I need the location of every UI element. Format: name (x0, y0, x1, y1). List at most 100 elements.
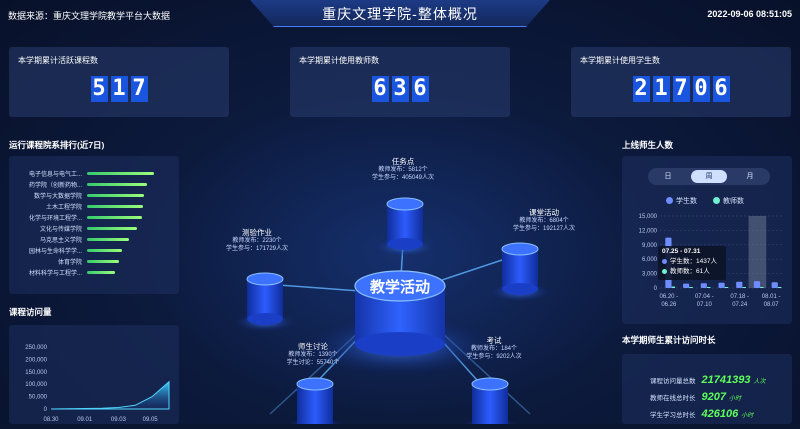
student-bar (736, 281, 743, 288)
stat-unit: 小时 (728, 396, 741, 402)
kpi-label: 本学期累计使用学生数 (580, 56, 660, 65)
node-line: 教师发布：2230个 (232, 238, 282, 244)
teacher-bar (777, 287, 782, 288)
y-tick-label: 250,000 (25, 345, 47, 351)
hover-band (748, 216, 767, 288)
ranking-row: 药学院（创新药物... (9, 179, 174, 190)
node-line: 教师发布：6804个 (519, 218, 569, 224)
teacher-bar (760, 287, 764, 288)
kpi-active-courses: 本学期累计活跃课程数 5 1 7 (9, 47, 229, 117)
y-tick-label: 0 (44, 407, 48, 413)
legend-students[interactable]: 学生数 (666, 196, 697, 206)
teacher-bar (724, 287, 729, 288)
node-line: 学生参与：9202人次 (466, 354, 522, 360)
ranking-bar (87, 205, 143, 208)
node-line: 学生参与：405049人次 (371, 175, 435, 181)
ranking-row: 园林与生命科学学... (9, 245, 174, 256)
y-tick-label: 12,000 (639, 228, 658, 234)
node-line: 教师发布：1390个 (288, 352, 338, 358)
ranking-label: 电子信息与电气工... (28, 172, 82, 178)
stat-value: 9207 (701, 391, 726, 403)
teacher-bar (742, 287, 746, 288)
visits-area (50, 380, 170, 410)
node-line: 学生参与：192127人次 (512, 226, 576, 232)
kpi-digit: 6 (371, 76, 389, 102)
node-exam-cylinder (459, 377, 521, 424)
tab-week[interactable]: 周 (691, 170, 727, 183)
legend-teachers[interactable]: 教师数 (713, 196, 744, 206)
kpi-digits: 6 3 6 (290, 76, 510, 102)
stat-unit: 人次 (753, 379, 766, 385)
stat-value: 21741393 (701, 374, 751, 386)
y-tick-label: 50,000 (29, 395, 48, 401)
node-title: 测验作业 (242, 228, 272, 237)
duration-title: 本学期师生累计访问时长 (622, 335, 716, 345)
tab-month[interactable]: 月 (746, 173, 754, 180)
teaching-activity-diagram: 教学活动 (233, 197, 552, 424)
ranking-panel: 电子信息与电气工... 药学院（创新药物... 数学与大数据学院土木工程学院化学与环… (9, 156, 179, 294)
kpi-students: 本学期累计使用学生数 2 1 7 0 6 (571, 47, 791, 117)
y-tick-label: 9,000 (642, 243, 658, 249)
node-class-label: 课堂活动 教师发布：6804个 学生参与：192127人次 (496, 209, 592, 233)
y-tick-label: 100,000 (25, 382, 47, 388)
ranking-bar (87, 260, 119, 263)
tooltip-range: 07.25 - 07.31 (662, 248, 701, 255)
ranking-bar (87, 238, 129, 241)
teacher-bar (689, 287, 693, 288)
x-tick-label: 09.03 (111, 417, 127, 423)
ranking-row: 体育学院 (9, 256, 174, 267)
kpi-digits: 5 1 7 (9, 76, 229, 102)
legend-dot (713, 197, 720, 204)
duration-panel (622, 354, 792, 424)
online-title: 上线师生人数 (622, 140, 674, 150)
node-title: 考试 (486, 336, 502, 345)
kpi-label: 本学期累计活跃课程数 (18, 56, 98, 65)
kpi-digit: 6 (411, 76, 429, 102)
student-bar (771, 282, 778, 288)
ranking-label: 数学与大数据学院 (33, 194, 82, 200)
kpi-digits: 2 1 7 0 6 (571, 76, 791, 102)
legend-dot (666, 197, 673, 204)
x-tick-label: 09.05 (143, 417, 159, 423)
ranking-row: 土木工程学院 (9, 201, 174, 212)
x-tick-label: 07.18 - (730, 294, 749, 300)
node-discuss-label: 师生讨论 教师发布：1390个 学生讨论：55740个 (268, 343, 358, 367)
node-task-label: 任务点 教师发布：5812个 学生参与：405049人次 (358, 158, 448, 182)
teacher-bar (706, 287, 711, 288)
ranking-bar (87, 194, 145, 197)
ranking-row: 数学与大数据学院 (9, 190, 174, 201)
node-line: 教师发布：5812个 (378, 167, 428, 173)
legend-label: 教师数 (723, 198, 744, 205)
node-quiz-cylinder (233, 272, 297, 332)
ranking-label: 药学院（创新药物... (28, 183, 82, 189)
y-tick-label: 0 (654, 286, 658, 292)
x-tick-label: 07.04 - (695, 294, 714, 300)
ranking-bar (87, 227, 138, 230)
y-tick-label: 200,000 (25, 357, 47, 363)
ranking-row: 化学与环境工程学... (9, 212, 174, 223)
stat-unit: 小时 (741, 413, 754, 419)
node-title: 师生讨论 (298, 342, 328, 351)
ranking-label: 文化与传媒学院 (39, 227, 82, 233)
y-tick-label: 15,000 (639, 214, 658, 220)
x-tick-label: 07.10 (697, 302, 713, 308)
page-title: 重庆文理学院-整体概况 (322, 6, 478, 22)
ranking-bar (87, 271, 115, 274)
kpi-digit: 3 (391, 76, 409, 102)
main-label: 教学活动 (369, 278, 430, 296)
clock: 2022-09-06 08:51:05 (707, 9, 792, 19)
title-plate (250, 0, 550, 27)
student-bar (718, 282, 725, 288)
kpi-digit: 1 (110, 76, 128, 102)
ranking-title: 运行课程院系排行(近7日) (9, 140, 105, 150)
visits-area-chart: 250,000200,000150,000100,00050,000008.30… (25, 345, 170, 423)
tab-day[interactable]: 日 (664, 173, 672, 180)
kpi-digit: 0 (692, 76, 710, 102)
stat-label: 教师在线总时长 (650, 395, 696, 402)
ranking-label: 园林与生命科学学... (28, 249, 82, 255)
y-tick-label: 6,000 (642, 257, 658, 263)
period-tabs: 日 周 月 (648, 168, 770, 185)
